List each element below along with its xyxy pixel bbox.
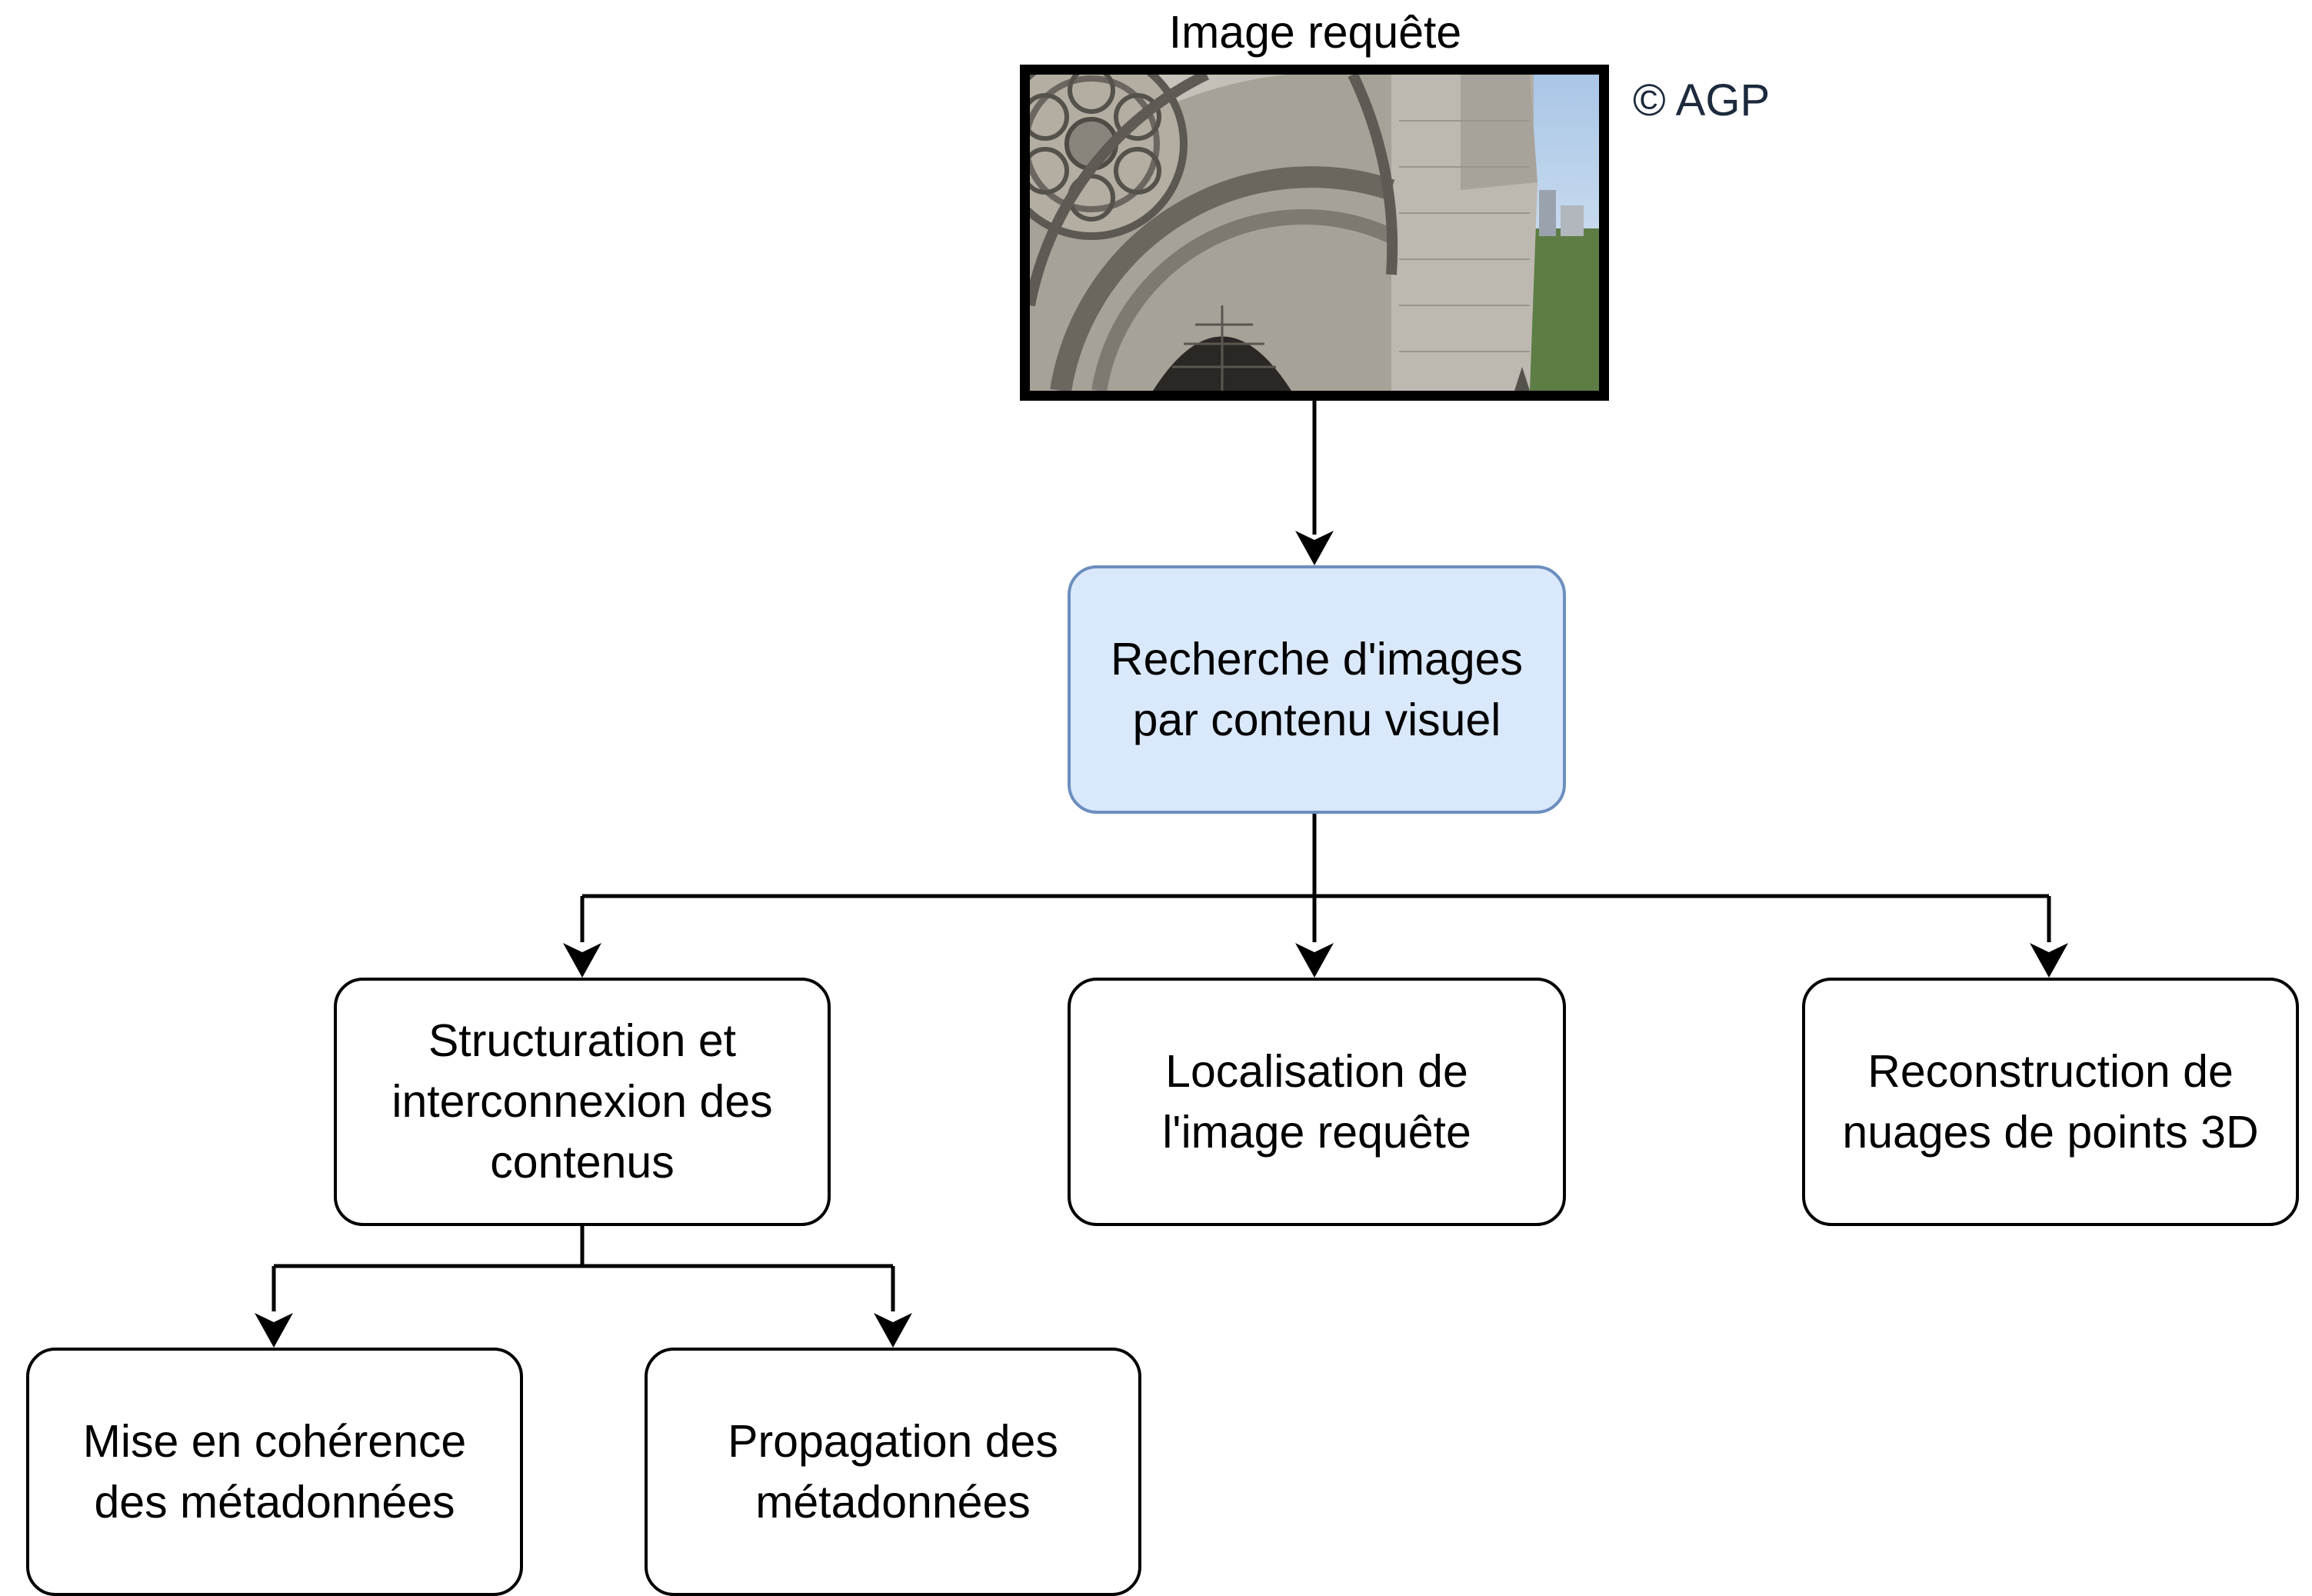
node-propagation: Propagation des métadonnées — [645, 1348, 1141, 1596]
arrowhead-propagation — [874, 1313, 912, 1348]
query-image-title: Image requête — [1168, 7, 1462, 58]
node-structuration: Structuration et interconnexion des cont… — [334, 978, 831, 1226]
node-localisation-label: Localisation de l'image requête — [1162, 1045, 1471, 1158]
arrowhead-coherence — [255, 1313, 293, 1348]
node-recherche-images-label: Recherche d'images par contenu visuel — [1111, 633, 1523, 745]
node-mise-en-coherence: Mise en cohérence des métadonnées — [26, 1348, 523, 1596]
node-propagation-label: Propagation des métadonnées — [728, 1415, 1058, 1528]
cathedral-photo-illustration — [1030, 75, 1599, 391]
node-recherche-images: Recherche d'images par contenu visuel — [1068, 565, 1566, 814]
node-reconstruction: Reconstruction de nuages de points 3D — [1802, 978, 2299, 1226]
query-image-photo — [1020, 65, 1609, 401]
photo-credit: © AGP — [1633, 75, 1771, 125]
arrowhead-localisation — [1295, 943, 1334, 978]
node-reconstruction-label: Reconstruction de nuages de points 3D — [1842, 1045, 2259, 1158]
node-structuration-label: Structuration et interconnexion des cont… — [391, 1015, 773, 1188]
arrowhead-structuring — [563, 943, 601, 978]
arrowhead-search — [1295, 531, 1334, 565]
node-localisation: Localisation de l'image requête — [1068, 978, 1566, 1226]
arrowhead-reconstruction — [2030, 943, 2068, 978]
node-mise-en-coherence-label: Mise en cohérence des métadonnées — [82, 1415, 467, 1528]
